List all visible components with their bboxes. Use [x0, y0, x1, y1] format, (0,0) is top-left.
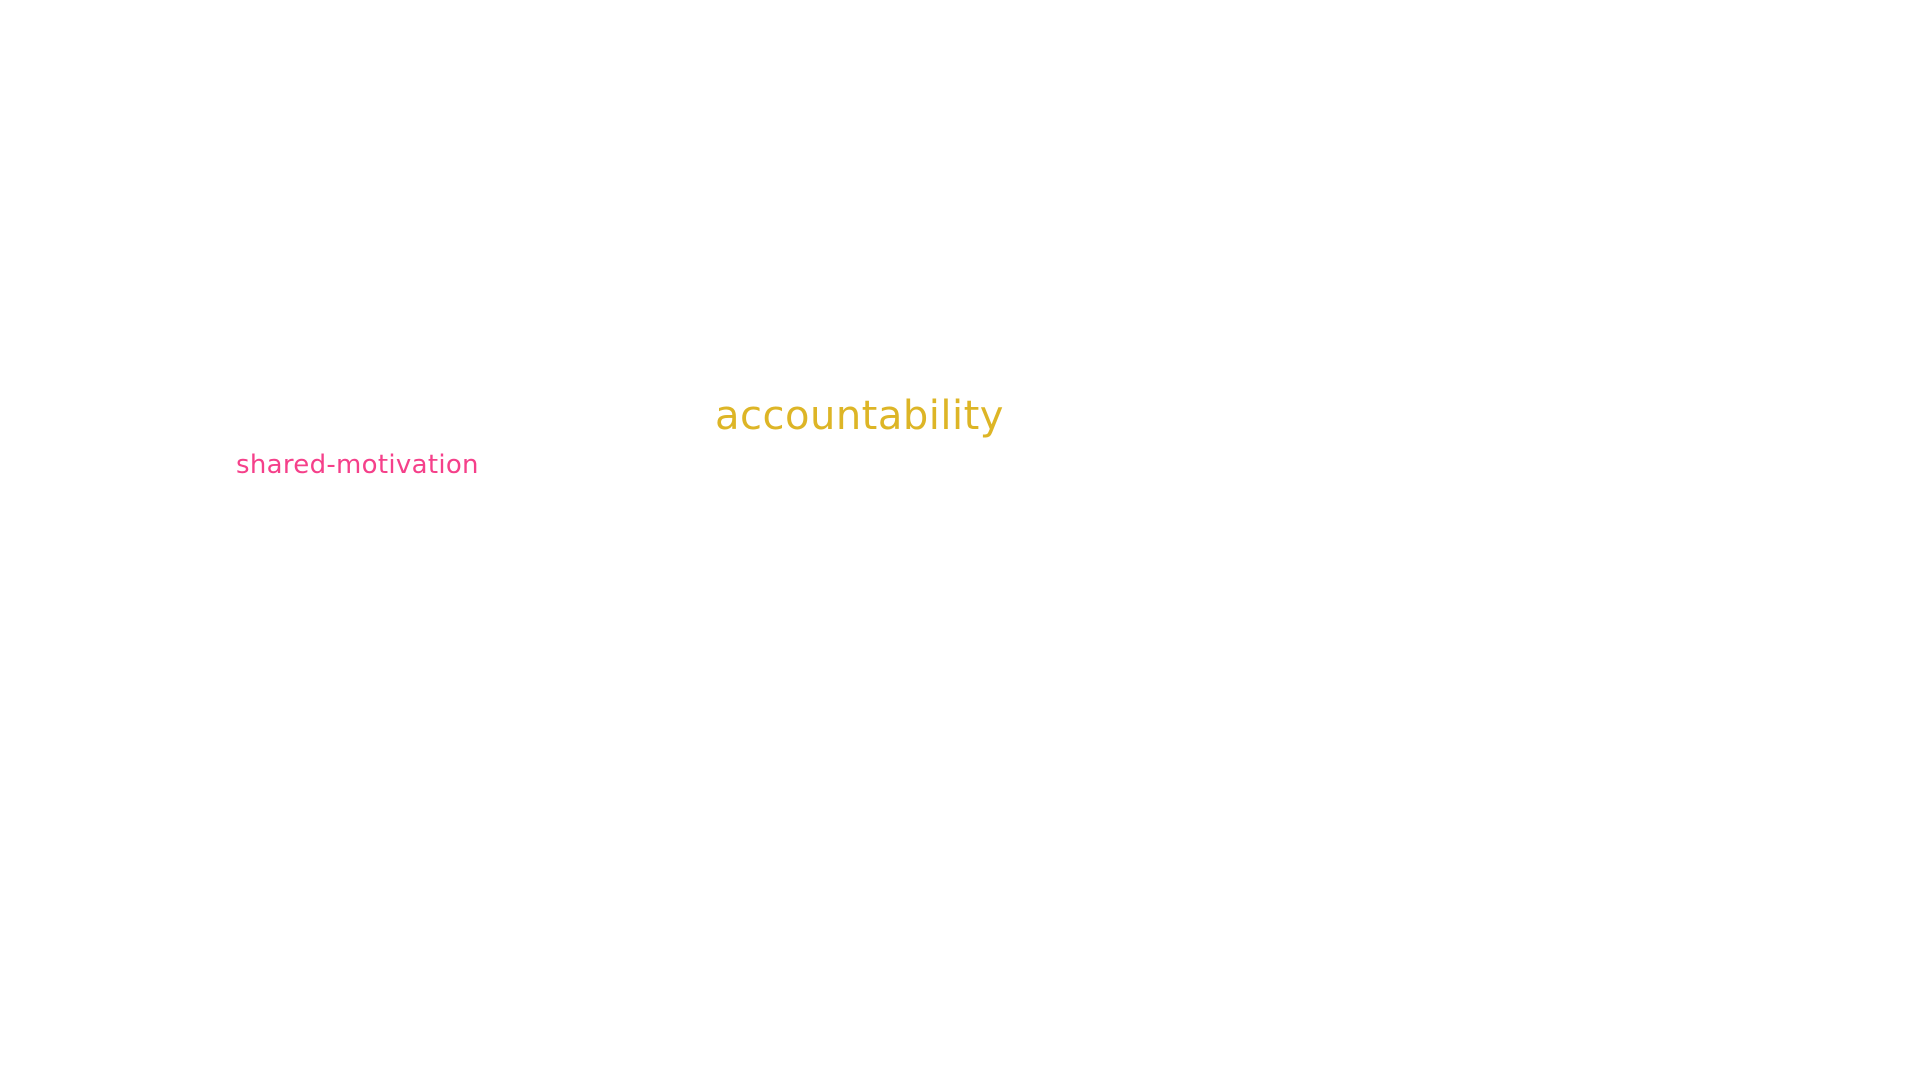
word-accountability: accountability	[715, 393, 1004, 439]
word-shared-motivation: shared-motivation	[236, 450, 479, 480]
